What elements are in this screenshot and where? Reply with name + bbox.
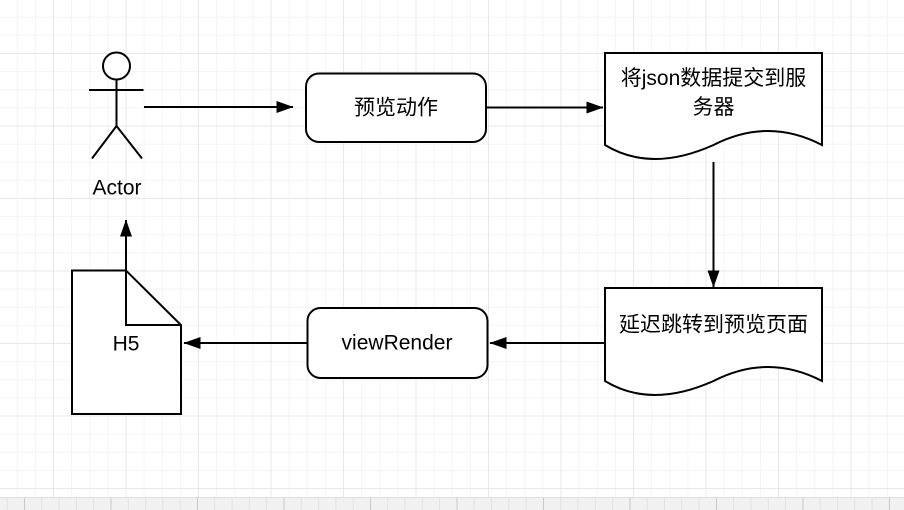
actor-legs xyxy=(91,125,143,160)
node-preview-action[interactable] xyxy=(305,72,487,143)
node-actor-figure[interactable] xyxy=(89,51,144,160)
h5-note-outline xyxy=(71,269,182,415)
canvas-bottom-grid-strip xyxy=(0,497,904,510)
actor-head xyxy=(102,51,131,81)
node-delay-redirect-document[interactable] xyxy=(604,287,823,396)
h5-note-fold xyxy=(125,270,181,326)
node-view-render[interactable] xyxy=(306,307,489,379)
node-submit-json-document[interactable] xyxy=(604,52,823,160)
node-h5-note[interactable] xyxy=(71,269,182,415)
